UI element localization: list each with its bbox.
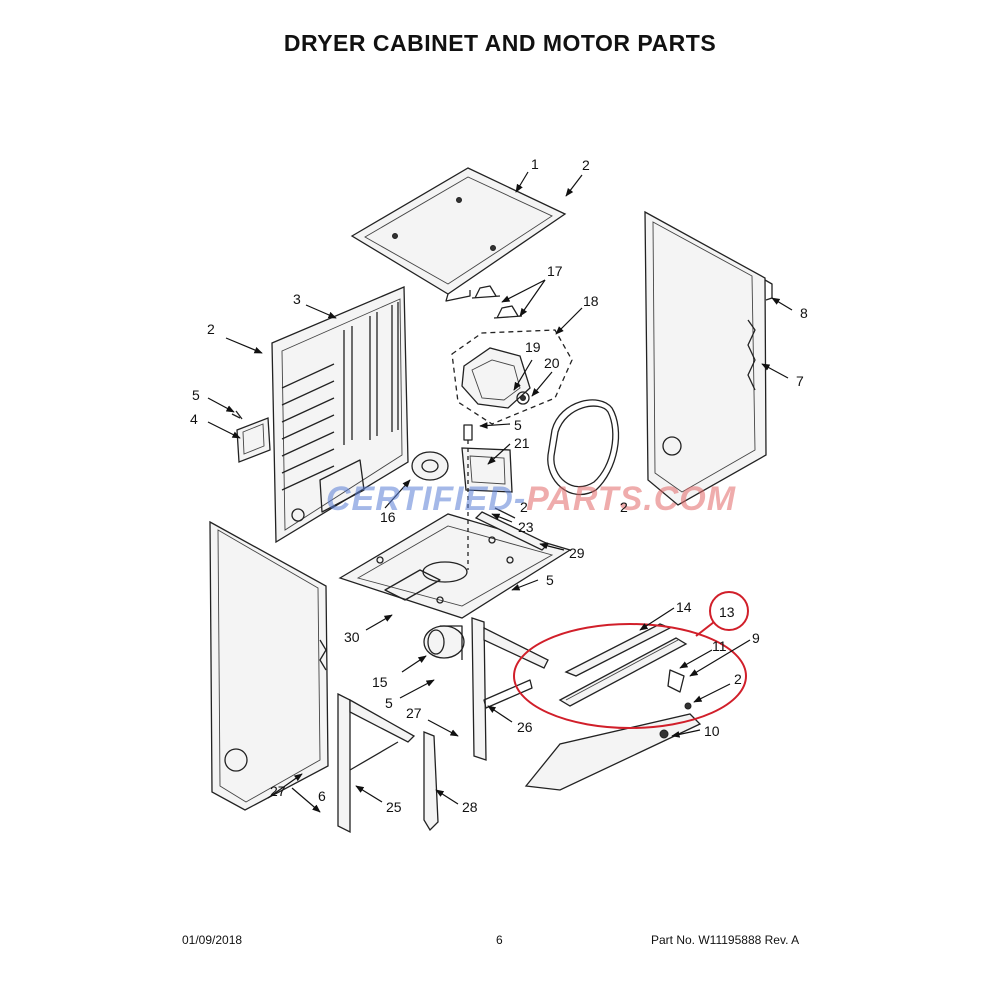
watermark-part1: CERTIFIED- — [326, 480, 526, 518]
callout-30: 30 — [344, 629, 360, 645]
callout-3: 3 — [293, 291, 301, 307]
callout-26: 26 — [517, 719, 533, 735]
callout-5: 5 — [192, 387, 200, 403]
callout-17: 17 — [547, 263, 563, 279]
callout-27: 27 — [270, 783, 286, 799]
toe-frame — [337, 692, 416, 834]
callout-10: 10 — [704, 723, 720, 739]
right-side-panel — [644, 210, 773, 506]
callout-1: 1 — [531, 156, 539, 172]
callout-20: 20 — [544, 355, 560, 371]
page-title: DRYER CABINET AND MOTOR PARTS — [283, 30, 717, 56]
callout-25: 25 — [386, 799, 402, 815]
callout-11: 11 — [712, 638, 727, 654]
support-leg — [423, 731, 439, 832]
callout-7: 7 — [796, 373, 804, 389]
footer-date: 01/09/2018 — [182, 933, 243, 947]
callout-21: 21 — [514, 435, 530, 451]
callout-2: 2 — [734, 671, 742, 687]
callout-2: 2 — [620, 499, 628, 515]
callout-2: 2 — [520, 499, 528, 515]
callout-5: 5 — [514, 417, 522, 433]
callout-2: 2 — [582, 157, 590, 173]
leader-lines — [207, 171, 793, 813]
callout-8: 8 — [800, 305, 808, 321]
callout-6: 6 — [318, 788, 326, 804]
base-rail — [474, 507, 550, 551]
drive-motor — [451, 329, 573, 425]
motor-clamps — [471, 285, 523, 319]
callout-15: 15 — [372, 674, 388, 690]
front-bracket — [471, 617, 549, 761]
footer-page-number: 6 — [496, 933, 503, 947]
rear-panel — [271, 286, 409, 544]
watermark-certified: CERTIFIED-PARTS.COM — [326, 480, 736, 518]
callout-4: 4 — [190, 411, 198, 427]
toe-panel — [524, 713, 702, 791]
callout-13: 13 — [719, 604, 735, 620]
top-panel — [350, 167, 567, 302]
blower-wheel — [411, 451, 449, 481]
callout-5: 5 — [385, 695, 393, 711]
footer-part-number: Part No. W11195888 Rev. A — [651, 933, 800, 947]
callout-18: 18 — [583, 293, 599, 309]
left-side-panel — [209, 520, 329, 811]
access-cover — [231, 410, 271, 463]
callout-9: 9 — [752, 630, 760, 646]
motor-mount — [461, 424, 513, 570]
callout-16: 16 — [380, 509, 396, 525]
highlight-markers — [513, 591, 749, 729]
callout-28: 28 — [462, 799, 478, 815]
drive-belt — [547, 399, 620, 496]
blower-housing — [423, 625, 465, 660]
callout-labels: 1 2 2 2 3 4 5 5 5 5 6 7 8 9 10 11 13 14 … — [190, 156, 808, 815]
control-rail-assembly — [558, 623, 692, 710]
base-plate — [338, 513, 572, 619]
callout-23: 23 — [518, 519, 534, 535]
callout-19: 19 — [525, 339, 541, 355]
callout-29: 29 — [569, 545, 585, 561]
callout-5: 5 — [546, 572, 554, 588]
watermark-part2: PARTS.COM — [526, 480, 736, 518]
callout-14: 14 — [676, 599, 692, 615]
callout-27: 27 — [406, 705, 422, 721]
callout-2: 2 — [207, 321, 215, 337]
